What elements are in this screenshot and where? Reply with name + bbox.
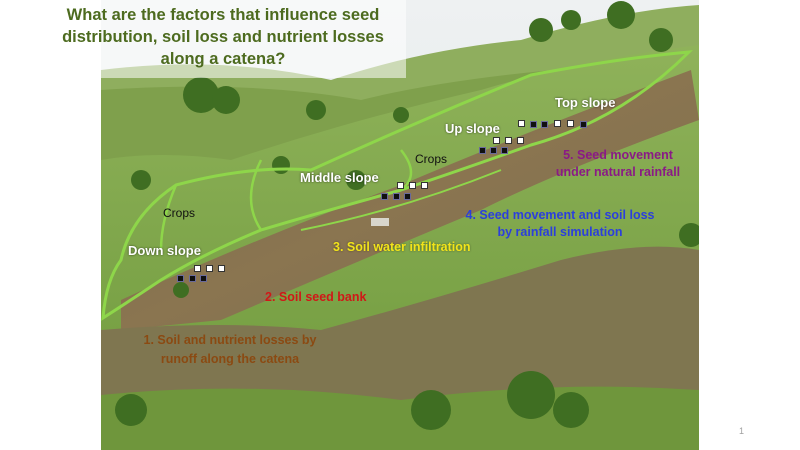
- crops-label-upper: Crops: [415, 152, 448, 166]
- plot-marker-white: [493, 137, 500, 144]
- factor-5-text-line1: Seed movement: [577, 148, 673, 162]
- plot-marker-black: [189, 275, 196, 282]
- plot-marker-white: [218, 265, 225, 272]
- plot-marker-black: [381, 193, 388, 200]
- factor-2-text: Soil seed bank: [278, 290, 367, 304]
- factor-1-number: 1.: [143, 333, 154, 347]
- factor-5-number: 5.: [563, 148, 574, 162]
- factor-1-label: 1. Soil and nutrient losses by runoff al…: [130, 331, 330, 369]
- plot-marker-white: [206, 265, 213, 272]
- top-slope-label: Top slope: [555, 95, 616, 110]
- plot-marker-black: [479, 147, 486, 154]
- plot-marker-white: [518, 120, 525, 127]
- plot-marker-white: [554, 120, 561, 127]
- plot-marker-black: [393, 193, 400, 200]
- plot-marker-white: [517, 137, 524, 144]
- factor-5-label: 5. Seed movement under natural rainfall: [540, 147, 696, 181]
- factor-4-text-line2: by rainfall simulation: [497, 225, 623, 239]
- factor-2-label: 2. Soil seed bank: [265, 290, 366, 304]
- factor-2-number: 2.: [265, 290, 276, 304]
- plot-marker-white: [397, 182, 404, 189]
- factor-4-number: 4.: [465, 208, 476, 222]
- plot-marker-black: [501, 147, 508, 154]
- slide-title: What are the factors that influence seed…: [62, 6, 384, 68]
- plot-marker-white: [421, 182, 428, 189]
- plot-marker-black: [404, 193, 411, 200]
- factor-4-label: 4. Seed movement and soil loss by rainfa…: [462, 207, 658, 241]
- factor-1-text-line1: Soil and nutrient losses by: [157, 333, 317, 347]
- factor-3-label: 3. Soil water infiltration: [333, 240, 471, 254]
- middle-slope-label: Middle slope: [300, 170, 379, 185]
- factor-4-text-line1: Seed movement and soil loss: [479, 208, 655, 222]
- factor-3-number: 3.: [333, 240, 344, 254]
- plot-marker-white: [567, 120, 574, 127]
- plot-marker-white: [194, 265, 201, 272]
- down-slope-label: Down slope: [128, 243, 201, 258]
- plot-marker-black: [541, 121, 548, 128]
- plot-marker-black: [530, 121, 537, 128]
- plot-marker-white: [409, 182, 416, 189]
- up-slope-label: Up slope: [445, 121, 500, 136]
- page-number: 1: [738, 426, 744, 436]
- crops-label-lower: Crops: [163, 206, 196, 220]
- title-backdrop: [40, 0, 406, 78]
- plot-marker-black: [177, 275, 184, 282]
- factor-3-text: Soil water infiltration: [346, 240, 471, 254]
- factor-1-text-line2: runoff along the catena: [160, 352, 300, 366]
- plot-marker-black: [490, 147, 497, 154]
- factor-5-text-line2: under natural rainfall: [555, 165, 681, 179]
- plot-marker-black: [200, 275, 207, 282]
- plot-marker-black: [580, 121, 587, 128]
- plot-marker-white: [505, 137, 512, 144]
